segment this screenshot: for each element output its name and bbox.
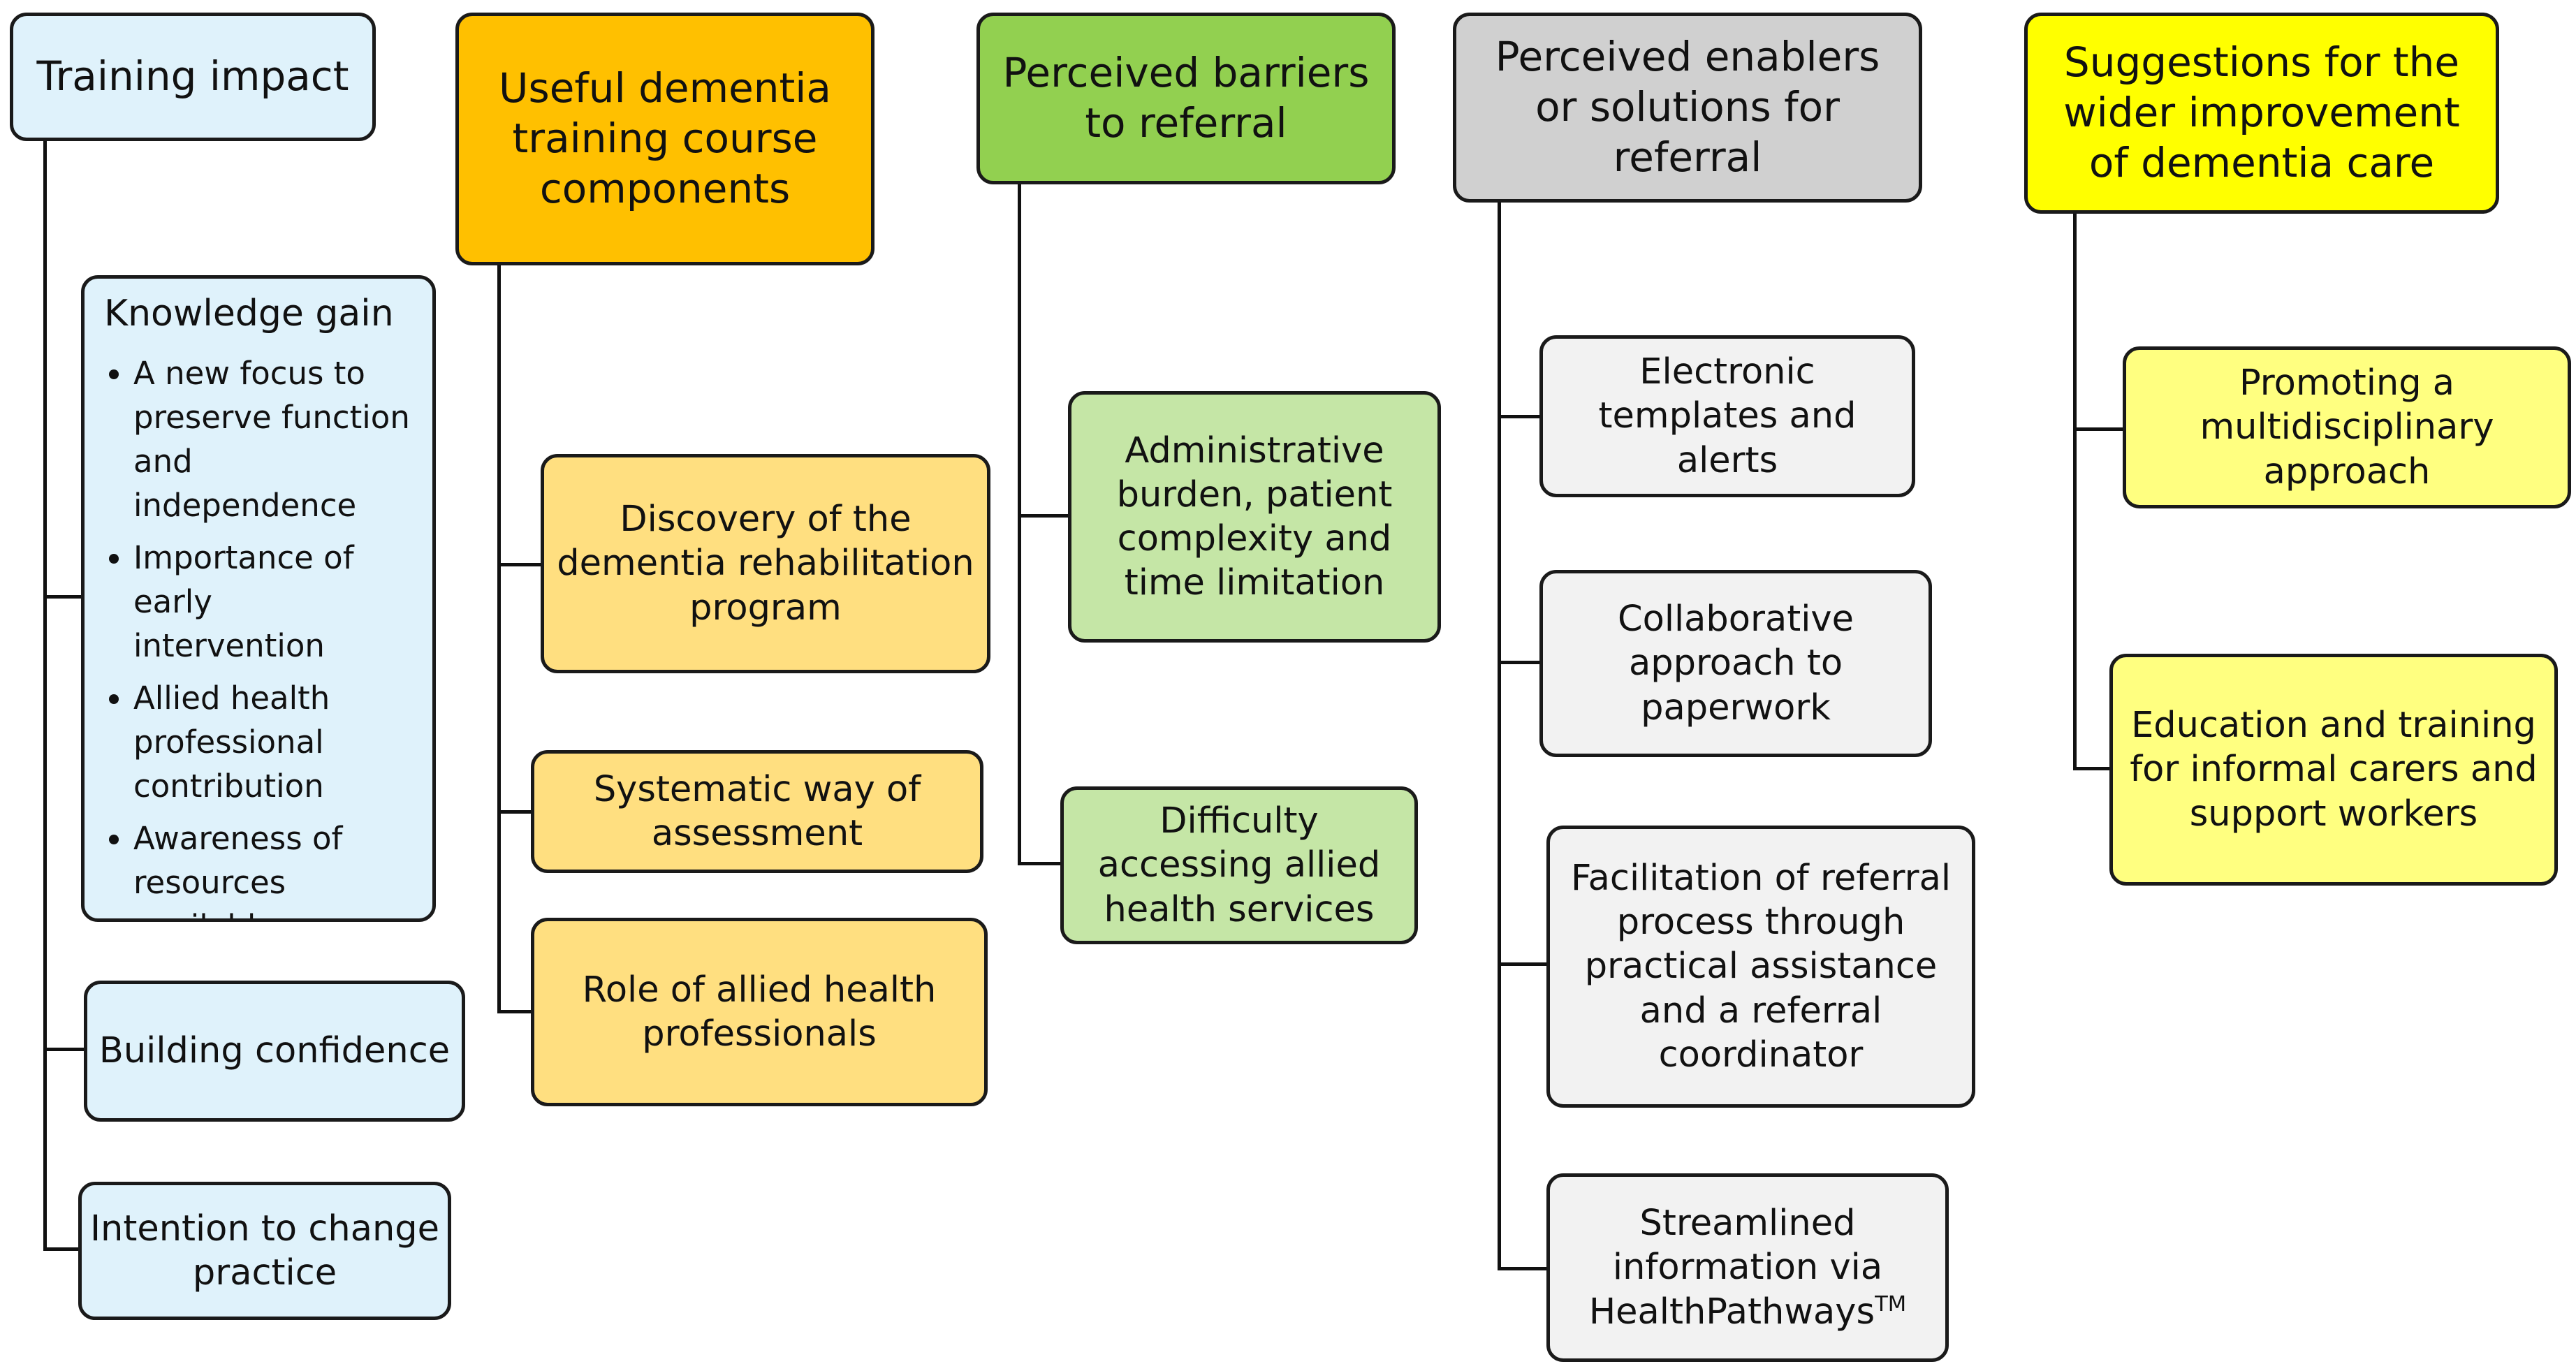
knowledge-gain-title: Knowledge gain [104,293,394,335]
suggestions-trunk [2073,211,2077,770]
header-perceived-barriers: Perceived barriers to referral [976,13,1396,184]
box-role-allied-health: Role of allied health professionals [531,918,988,1106]
course-components-trunk [497,262,501,1013]
connector-building-confidence [43,1048,85,1051]
header-perceived-barriers-label: Perceived barriers to referral [1002,49,1370,147]
connector-knowledge-gain [43,595,84,599]
streamlined-information-label: Streamlined information via HealthPathwa… [1588,1203,1883,1333]
connector-systematic-assessment [497,810,535,814]
connector-electronic-templates [1498,415,1541,418]
multidisciplinary-approach-label: Promoting a multidisciplinary approach [2200,362,2494,492]
box-knowledge-gain: Knowledge gain A new focus to preserve f… [81,275,436,922]
training-impact-trunk [43,140,47,1250]
building-confidence-label: Building confidence [98,1030,451,1072]
intention-to-change-label: Intention to change practice [89,1208,440,1293]
box-difficulty-accessing: Difficulty accessing allied health servi… [1060,786,1418,944]
header-course-components: Useful dementia training course componen… [455,13,874,265]
connector-intention-to-change [43,1247,81,1251]
knowledge-gain-bullet: Allied health professional contribution [133,676,413,808]
box-discovery-program: Discovery of the dementia rehabilitation… [541,454,990,673]
difficulty-accessing-label: Difficulty accessing allied health servi… [1097,800,1381,930]
header-training-impact: Training impact [10,13,376,141]
streamlined-information-text: Streamlined information via HealthPathwa… [1561,1201,1934,1334]
box-facilitation-referral: Facilitation of referral process through… [1546,826,1975,1108]
box-systematic-assessment: Systematic way of assessment [531,750,983,873]
header-wider-improvement-label: Suggestions for the wider improvement of… [2063,38,2460,186]
facilitation-referral-label: Facilitation of referral process through… [1571,857,1951,1076]
box-administrative-burden: Administrative burden, patient complexit… [1068,391,1441,643]
connector-role-allied-health [497,1010,535,1013]
role-allied-health-label: Role of allied health professionals [582,969,937,1055]
box-collaborative-approach: Collaborative approach to paperwork [1539,570,1932,757]
discovery-program-label: Discovery of the dementia rehabilitation… [557,499,974,629]
knowledge-gain-bullet: Awareness of resources available [133,816,413,918]
knowledge-gain-bullet: A new focus to preserve function and ind… [133,351,413,527]
education-training-label: Education and training for informal care… [2130,705,2538,835]
header-wider-improvement: Suggestions for the wider improvement of… [2024,13,2499,214]
connector-administrative-burden [1018,514,1069,518]
trademark-superscript: TM [1875,1291,1907,1317]
electronic-templates-label: Electronic templates and alerts [1598,351,1857,481]
box-building-confidence: Building confidence [84,981,465,1122]
box-multidisciplinary-approach: Promoting a multidisciplinary approach [2123,346,2571,508]
header-training-impact-label: Training impact [36,52,349,101]
connector-facilitation [1498,962,1548,966]
collaborative-approach-label: Collaborative approach to paperwork [1618,599,1854,728]
connector-multidisciplinary [2073,427,2124,431]
box-electronic-templates: Electronic templates and alerts [1539,335,1915,497]
header-perceived-enablers: Perceived enablers or solutions for refe… [1453,13,1922,203]
administrative-burden-label: Administrative burden, patient complexit… [1116,430,1393,604]
box-streamlined-information: Streamlined information via HealthPathwa… [1546,1173,1949,1362]
barriers-trunk [1018,183,1021,865]
header-course-components-label: Useful dementia training course componen… [499,64,831,212]
enablers-trunk [1498,201,1501,1270]
connector-streamlined-info [1498,1267,1548,1270]
box-intention-to-change: Intention to change practice [78,1182,451,1320]
connector-difficulty-accessing [1018,862,1062,865]
box-education-training: Education and training for informal care… [2109,654,2558,886]
connector-collaborative-approach [1498,661,1541,664]
systematic-assessment-label: Systematic way of assessment [593,768,921,854]
knowledge-gain-bullet: Importance of early intervention [133,536,413,668]
knowledge-gain-list: A new focus to preserve function and ind… [104,351,413,918]
connector-education-training [2073,767,2111,770]
header-perceived-enablers-label: Perceived enablers or solutions for refe… [1495,33,1880,181]
connector-discovery [497,563,542,566]
